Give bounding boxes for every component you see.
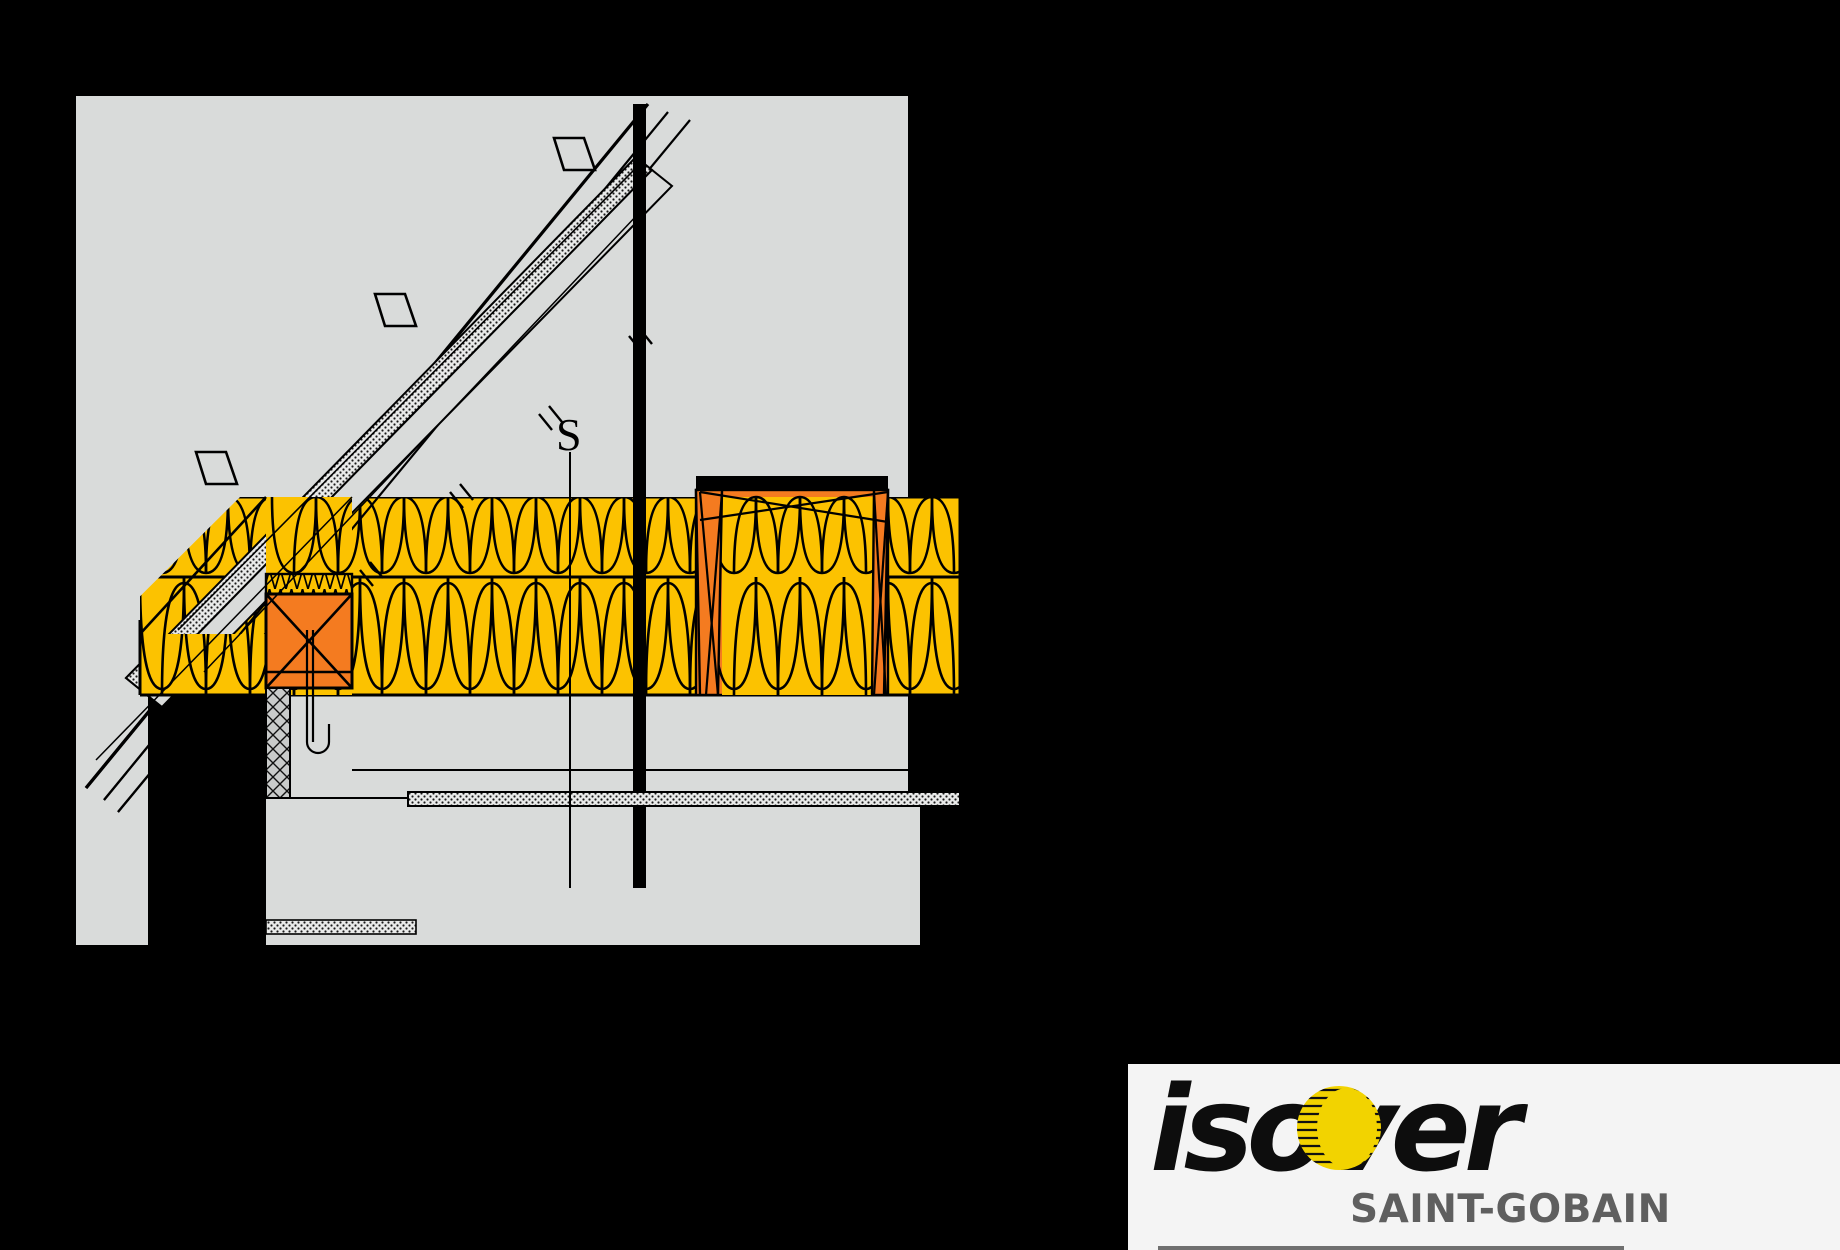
isover-logo-panel: isover	[1128, 1064, 1840, 1250]
vertical-party-member	[633, 104, 646, 888]
timber-wall-plate	[264, 572, 354, 690]
o-dot-icon	[1297, 1086, 1381, 1170]
projection-lines	[95, 211, 641, 761]
section-marker-label: S	[556, 409, 582, 460]
fixing-hook	[305, 630, 331, 755]
logo-underline-rule	[1158, 1246, 1624, 1250]
roof-slope-overlay	[76, 96, 908, 813]
timber-ridge-frame	[694, 476, 890, 697]
floor-screed-hatch	[407, 791, 961, 807]
floor-assembly	[265, 769, 961, 935]
wall-insulation-mesh-strip	[265, 687, 291, 799]
saint-gobain-subtitle: SAINT-GOBAIN	[1350, 1187, 1671, 1232]
lower-hatch-strip	[265, 919, 417, 935]
roof-underside-reference-line	[177, 167, 637, 631]
compressible-strip	[264, 572, 354, 596]
